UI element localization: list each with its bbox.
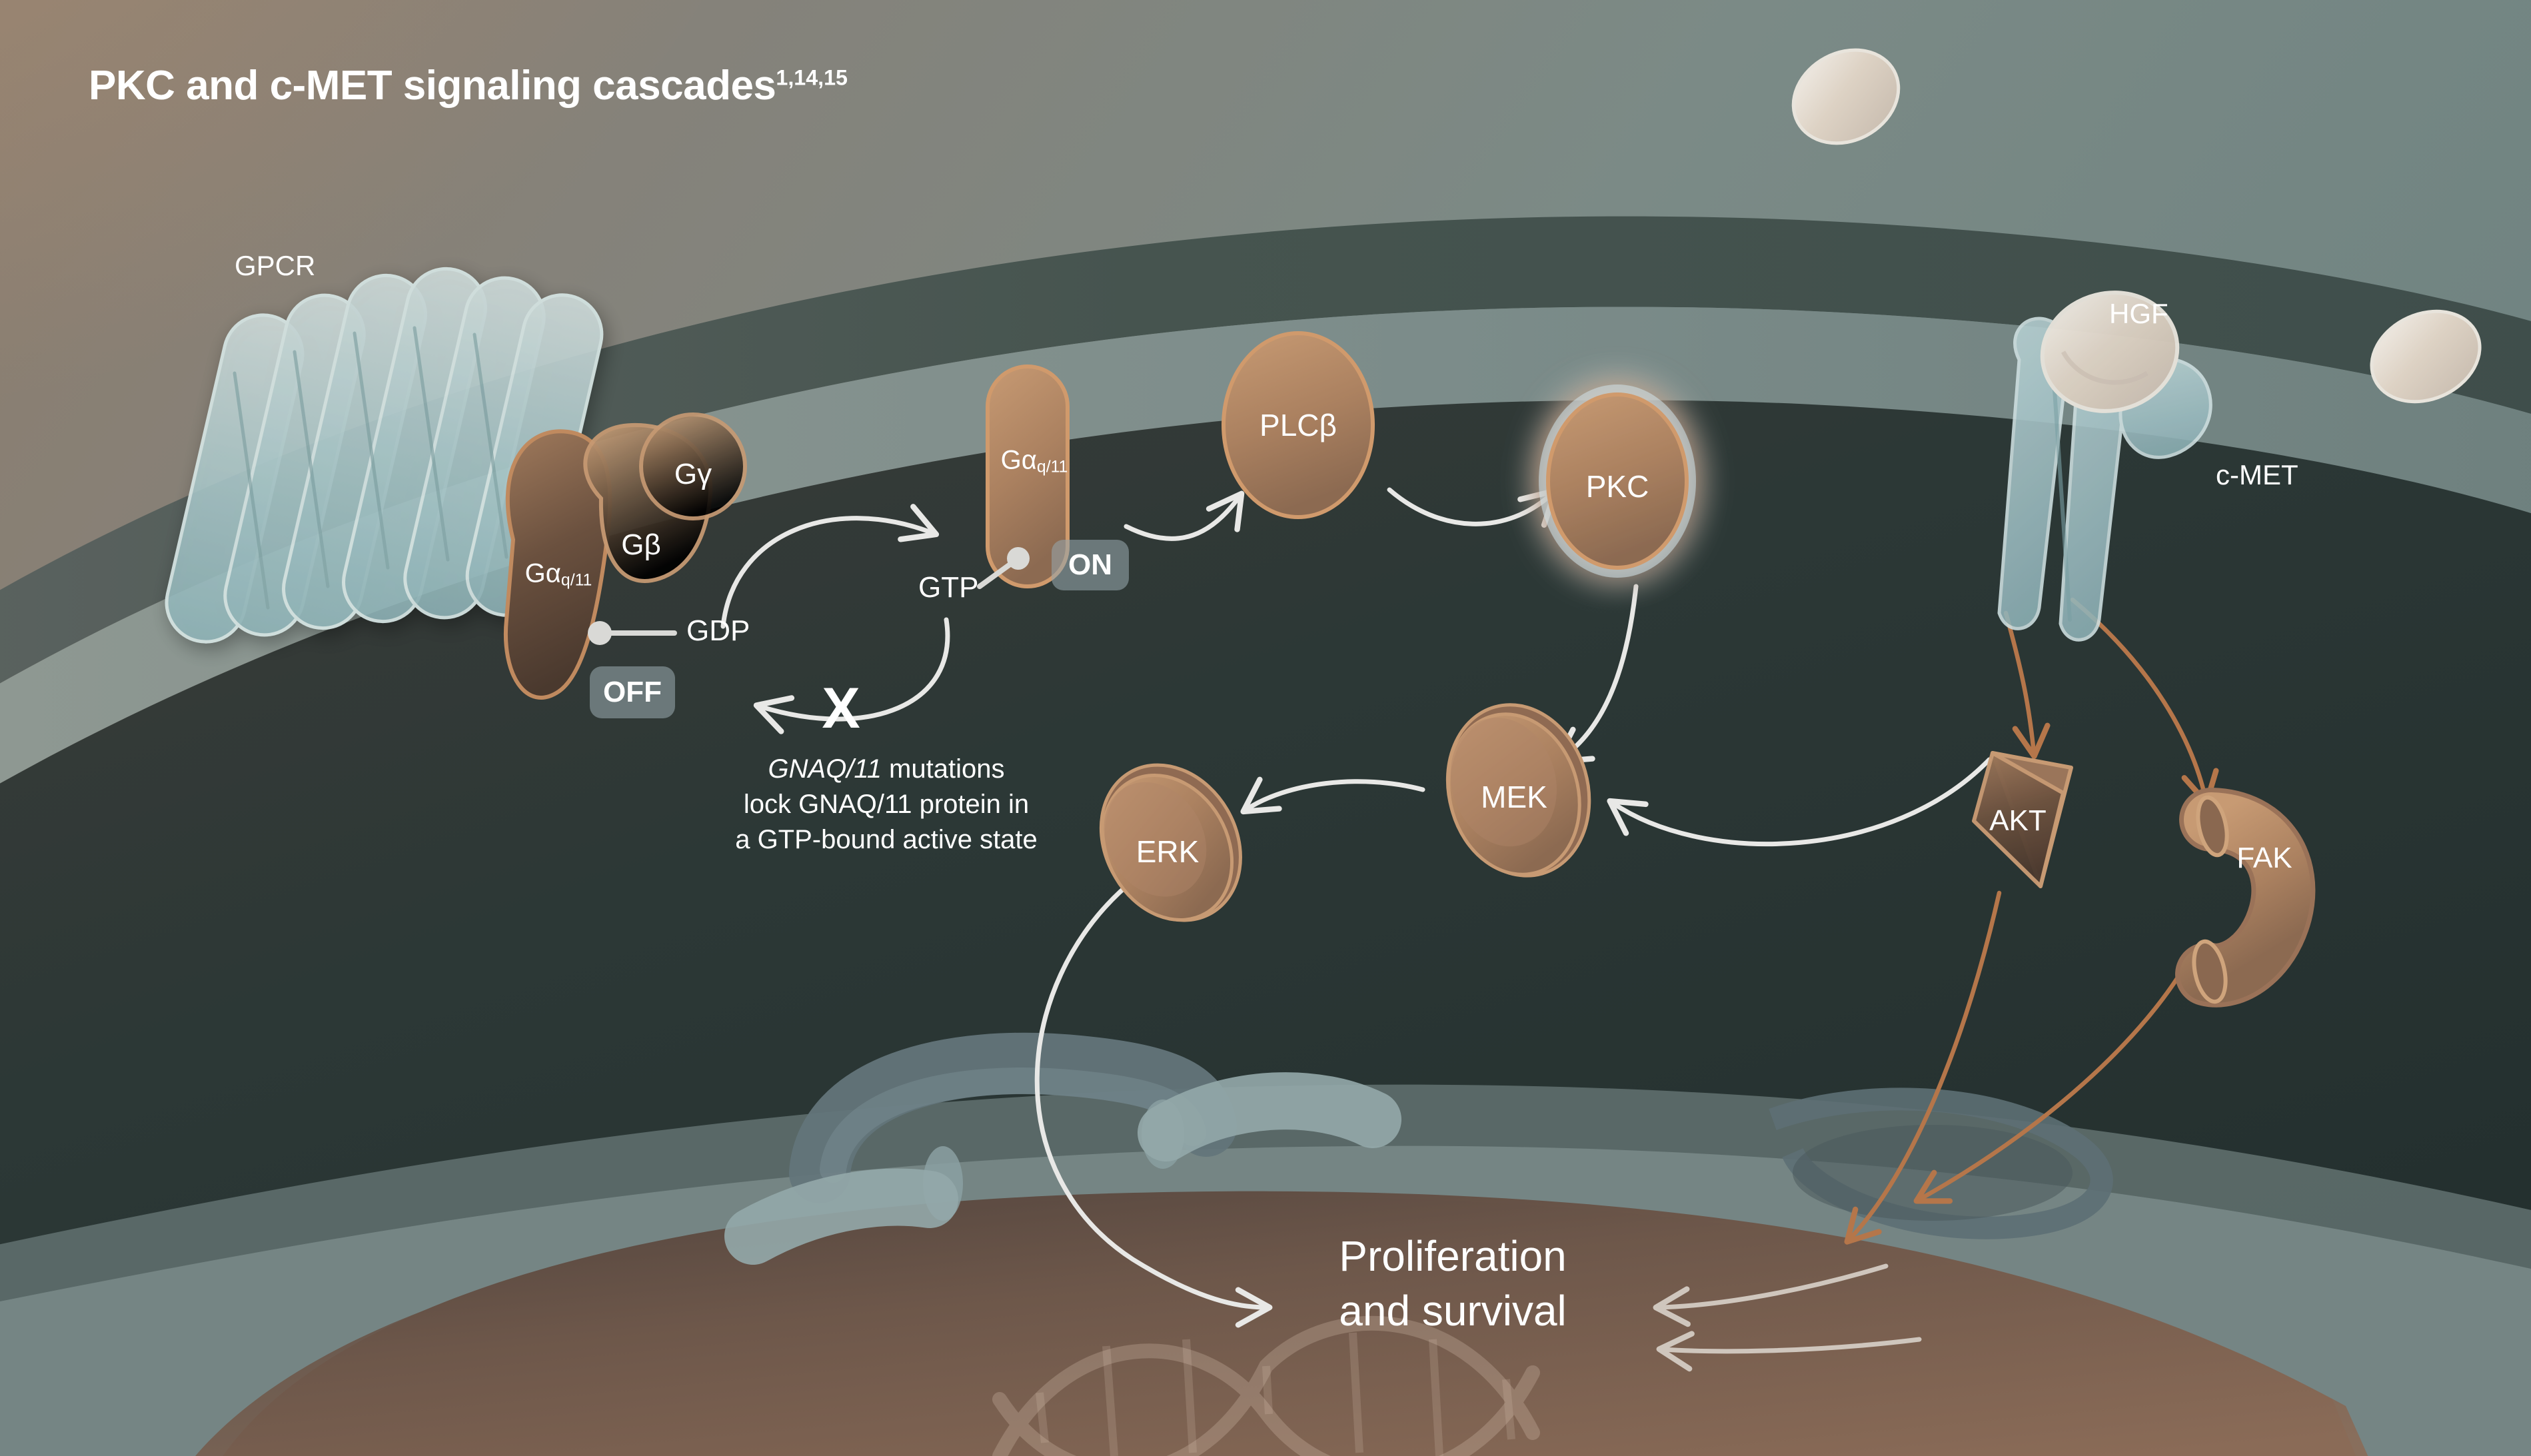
g-alpha-on (977, 364, 1070, 589)
fak-body (2175, 788, 2316, 1008)
mek-body (1445, 703, 1591, 878)
arrow-gtp-to-gdp (753, 617, 950, 734)
arrow-akt-to-proliferation (1844, 890, 2002, 1245)
cmet-label: c-MET (2216, 459, 2298, 490)
gpcr-receptor (165, 267, 604, 644)
gdp-label: GDP (686, 614, 750, 647)
g-alpha-on-label: Gαq/11 (1000, 445, 1068, 476)
arrow-erk-to-proliferation (1034, 884, 1273, 1328)
hgf-free-ligand-2 (2370, 309, 2482, 404)
arrow-plcb-to-pkc (1387, 487, 1559, 528)
mutation-caption: GNAQ/11 mutations lock GNAQ/11 protein i… (735, 754, 1038, 854)
status-badge-on: ON (1052, 540, 1129, 590)
g-protein-complex (504, 412, 747, 700)
mek-label: MEK (1481, 779, 1547, 814)
arrow-into-proliferation-lower (1656, 1331, 1922, 1372)
page-title: PKC and c-MET signaling cascades1,14,15 (89, 63, 848, 109)
status-badge-off: OFF (590, 666, 675, 718)
arrow-gdp-to-gtp (720, 504, 940, 629)
arrow-fak-to-proliferation (1913, 950, 2195, 1204)
gtp-label: GTP (918, 571, 979, 604)
gdp-connector (588, 621, 677, 645)
arrow-cmet-to-mek (1607, 757, 1992, 847)
arrow-mek-to-erk (1240, 776, 1425, 815)
arrow-galpha-to-plcb (1124, 490, 1245, 541)
g-beta-label: Gβ (621, 528, 661, 561)
akt-body (1972, 751, 2073, 888)
arrow-cmet-to-fak (2070, 597, 2219, 806)
pkc-body (1539, 384, 1696, 578)
outcome-proliferation-survival: Proliferation and survival (1339, 1232, 1567, 1335)
akt-label: AKT (1989, 804, 2047, 837)
arrow-into-proliferation-upper (1653, 1263, 1889, 1327)
block-x-mark: X (822, 676, 860, 740)
pkc-label: PKC (1585, 468, 1649, 504)
erk-body (1099, 763, 1242, 922)
gpcr-label: GPCR (235, 250, 316, 281)
hgf-free-ligand-1 (1791, 48, 1901, 145)
erk-label: ERK (1136, 834, 1200, 869)
plcb-label: PLCβ (1260, 407, 1337, 442)
hgf-bound-ligand (2040, 291, 2180, 413)
g-gamma-label: Gγ (674, 457, 712, 490)
g-gamma-body (639, 412, 747, 520)
cmet-receptor (1997, 291, 2212, 642)
fak-label: FAK (2236, 841, 2292, 874)
g-alpha-off-label: Gαq/11 (524, 558, 592, 590)
hgf-label: HGF (2109, 298, 2168, 329)
arrow-cmet-to-akt (2003, 610, 2051, 759)
plcb-body (1222, 331, 1375, 519)
